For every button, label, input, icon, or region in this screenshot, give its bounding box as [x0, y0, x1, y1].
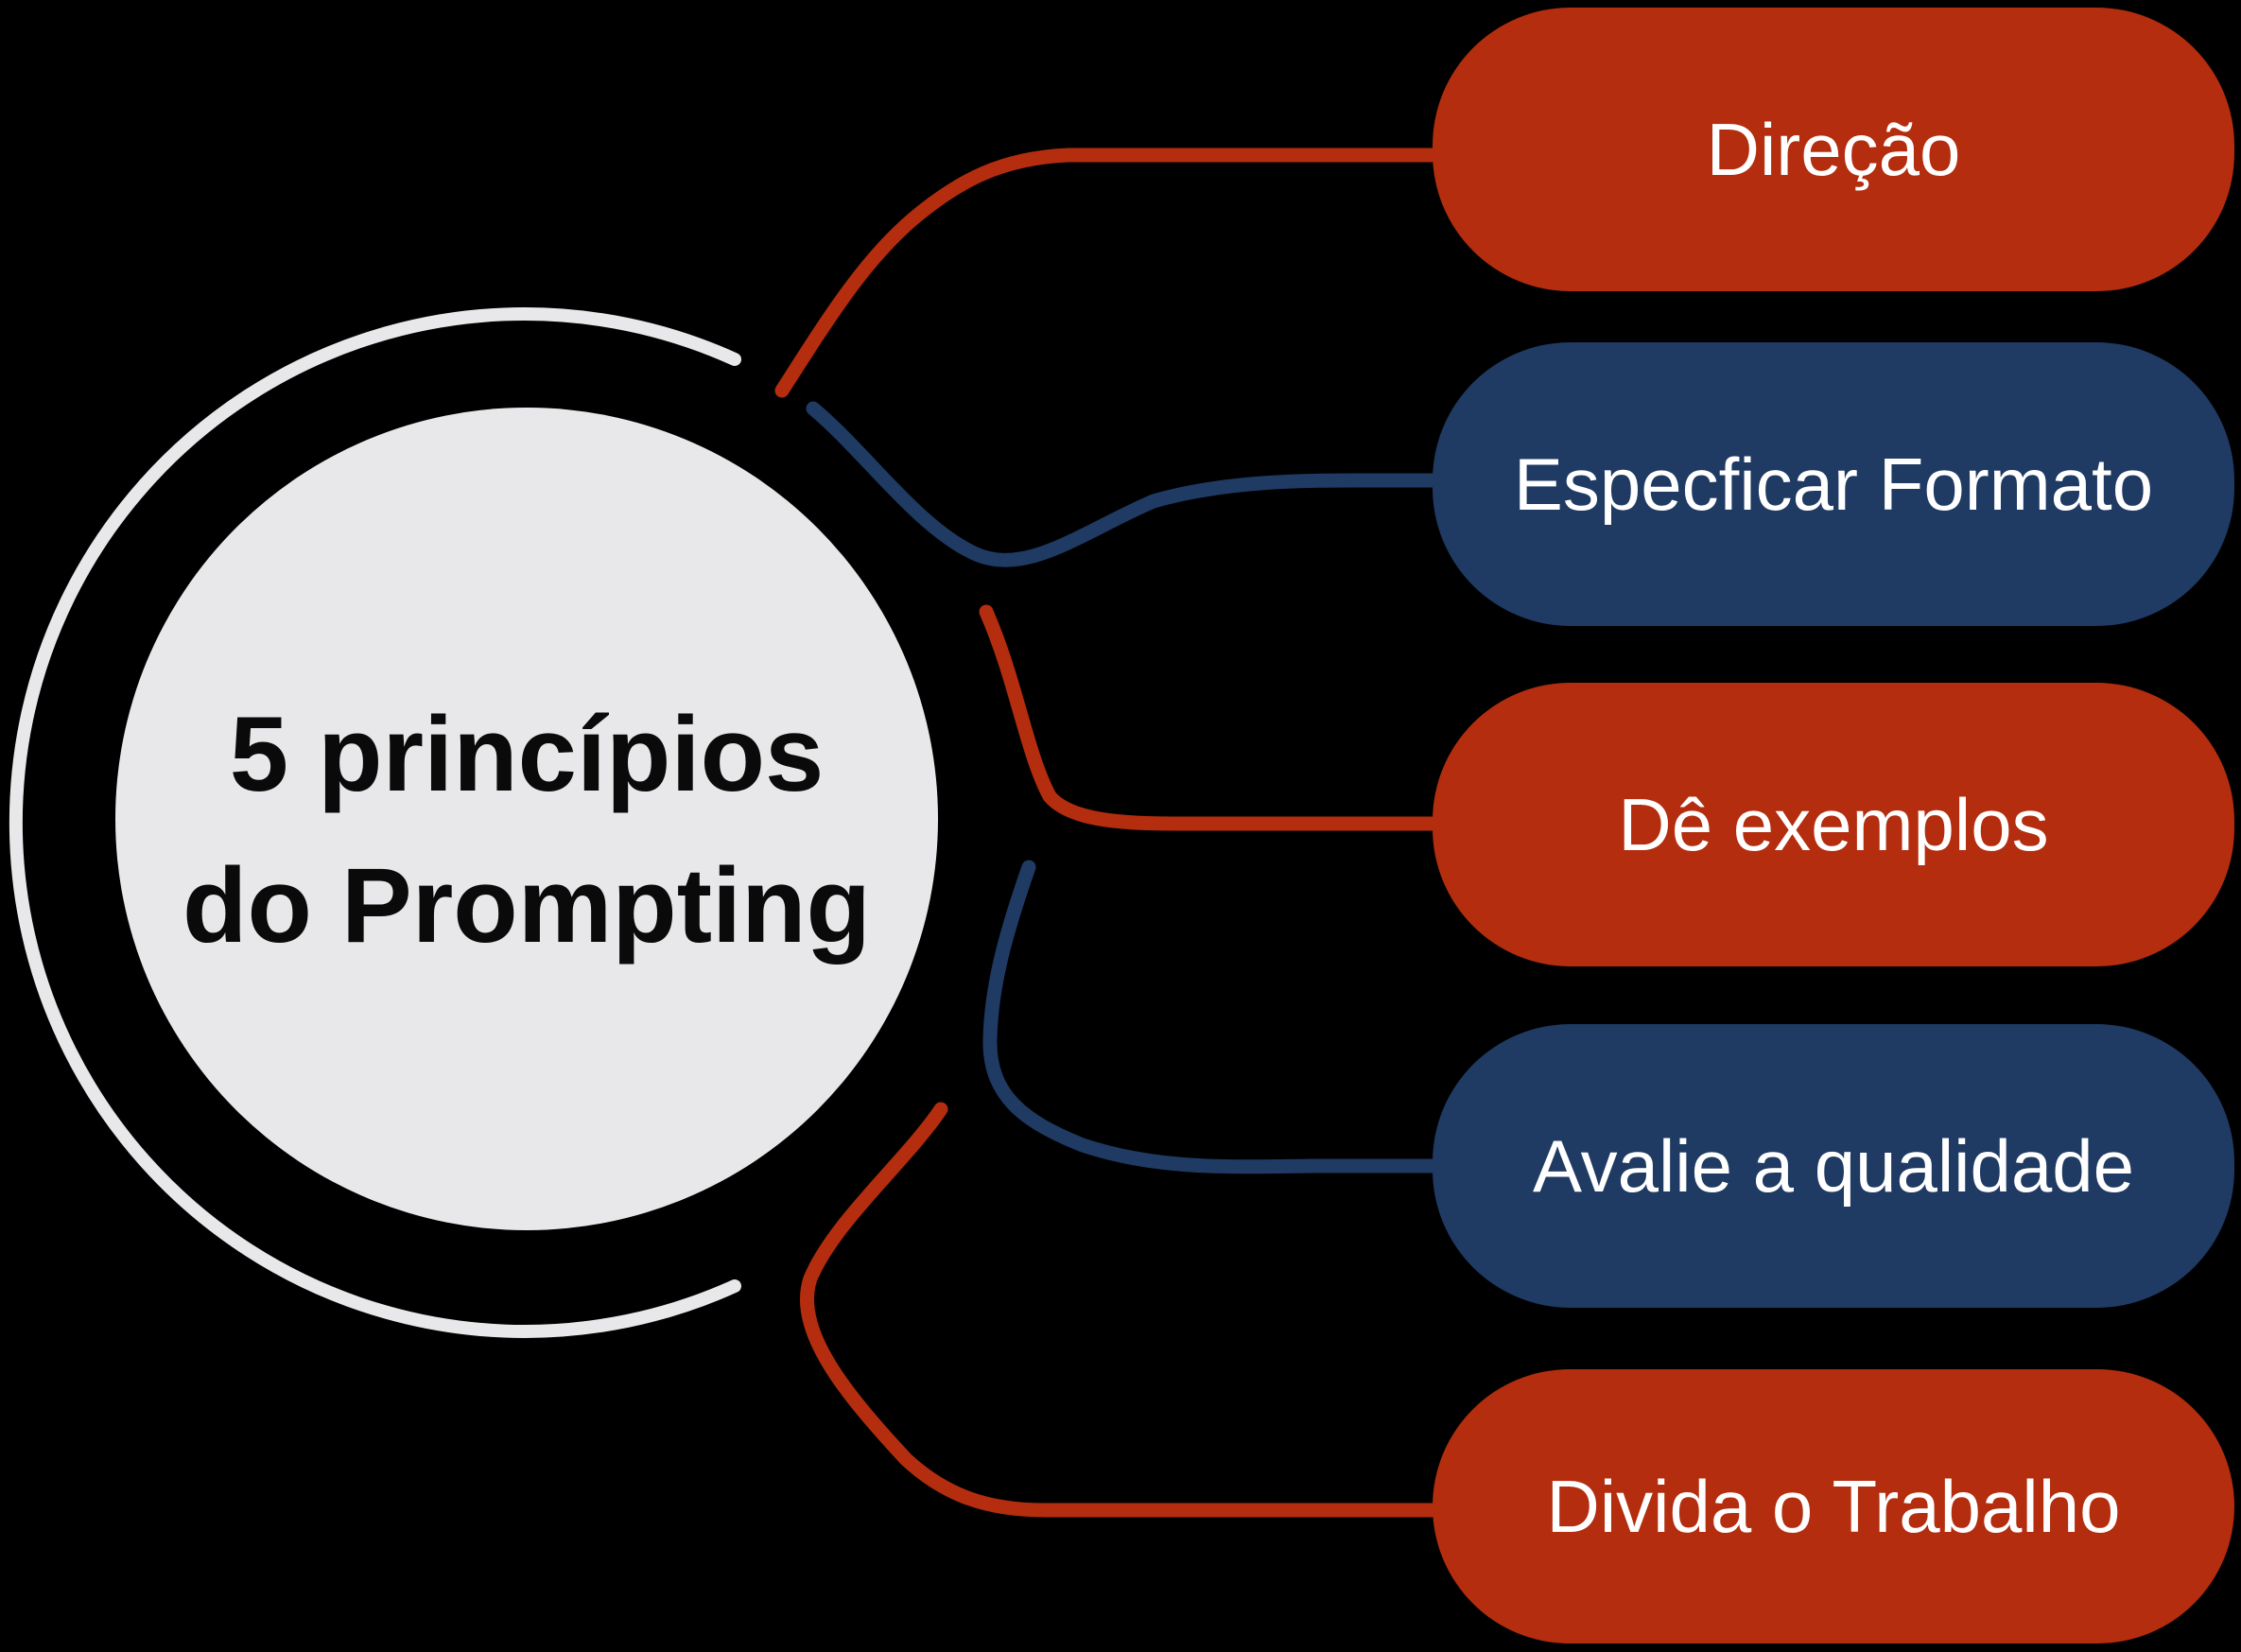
- node-avalie-qualidade: Avalie a qualidade: [1433, 1024, 2234, 1308]
- node-especficar-formato: Especficar Formato: [1433, 342, 2234, 626]
- central-title-line1: 5 princípios: [229, 695, 825, 813]
- node-de-exemplos: Dê exemplos: [1433, 683, 2234, 966]
- connector-direcao: [774, 148, 1447, 398]
- outer-ring-arc: [9, 307, 741, 1338]
- node-divida-trabalho: Divida o Trabalho: [1433, 1369, 2234, 1643]
- connector-avalie-qualidade: [982, 860, 1447, 1174]
- node-divida-trabalho-label: Divida o Trabalho: [1546, 1464, 2121, 1548]
- connector-divida-trabalho: [799, 1102, 1447, 1518]
- node-especficar-formato-label: Especficar Formato: [1513, 442, 2154, 526]
- connector-especficar-formato: [806, 401, 1447, 567]
- central-title-line2: do Prompting: [182, 846, 871, 965]
- node-direcao-label: Direção: [1706, 107, 1961, 191]
- connector-de-exemplos: [979, 604, 1447, 831]
- central-circle: [115, 408, 938, 1230]
- node-direcao: Direção: [1433, 8, 2234, 291]
- central-title: 5 princípios do Prompting: [54, 679, 999, 982]
- node-avalie-qualidade-label: Avalie a qualidade: [1532, 1123, 2135, 1208]
- node-de-exemplos-label: Dê exemplos: [1618, 782, 2049, 866]
